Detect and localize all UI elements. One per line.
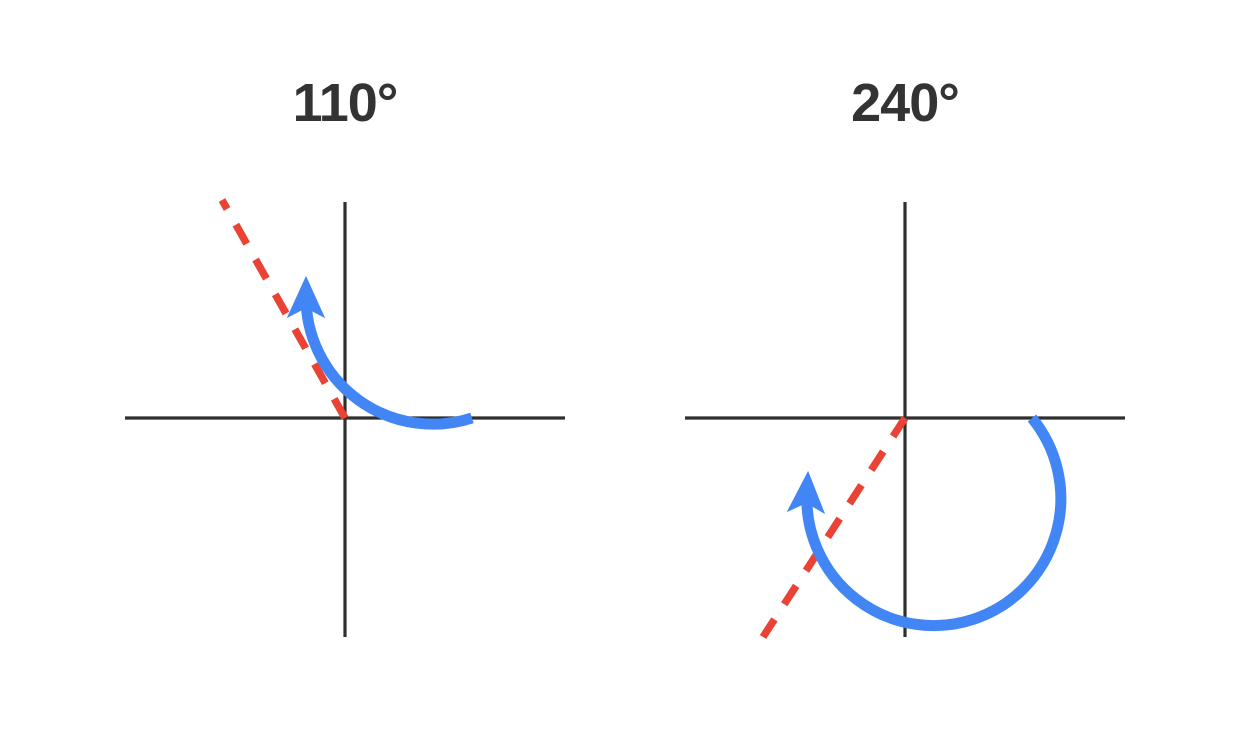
panel-110-group bbox=[125, 198, 565, 637]
angle-label-110: 110° bbox=[292, 73, 399, 133]
terminal-ray-240 bbox=[759, 415, 909, 640]
rotation-arc-110 bbox=[286, 275, 474, 430]
rotation-arc-240 bbox=[786, 414, 1067, 632]
terminal-ray-110 bbox=[218, 198, 349, 420]
panel-240-group bbox=[685, 202, 1125, 640]
angle-label-240: 240° bbox=[851, 73, 960, 133]
